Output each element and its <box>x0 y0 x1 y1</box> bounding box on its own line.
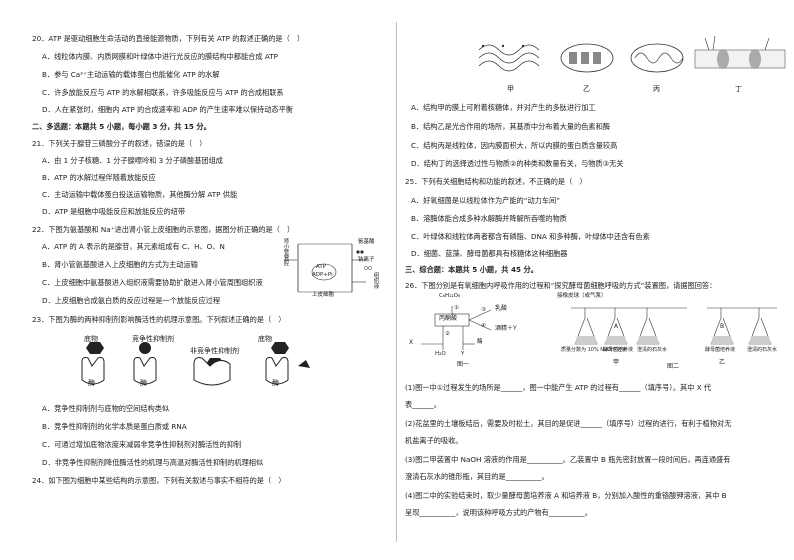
fig1-n1: ① <box>454 305 459 311</box>
q20-option-a: A．线粒体内膜、内质网膜和叶绿体中进行光反应的膜结构中都能合成 ATP <box>42 52 278 61</box>
q23-noncomp-label: 非竞争性抑制剂 <box>190 347 239 355</box>
q22-option-d: D．上皮细胞合成氨白质的反应过程是一个放能反应过程 <box>42 296 221 305</box>
q22-tubule-label: 肾小管管腔 <box>282 238 289 266</box>
q22-cell-label: 上皮细胞 <box>312 292 335 298</box>
fig1-caption: 图一 <box>457 361 470 368</box>
fig1-enzyme: 酶 <box>477 339 483 345</box>
fig2-yi: 乙 <box>719 359 726 366</box>
q22-option-b: B．肾小管氨基酸进入上皮细胞的方式为主动运输 <box>42 260 198 269</box>
q23-option-a: A．竞争性抑制剂与底物的空间结构类似 <box>42 404 170 413</box>
fig2-jia: 甲 <box>613 359 620 366</box>
q24-label-ding: 丁 <box>735 85 742 93</box>
q22-stem: 22．下图为氨基酸和 Na⁺进出肾小管上皮细胞的示意图，据图分析正确的是（ ） <box>32 225 295 234</box>
q24-option-a: A．结构甲的膜上可附着核糖体，并对产生的多肽进行加工 <box>411 103 596 112</box>
q22-figure: 肾小管管腔 氨基酸 钠离子 ATP ADP+Pi 上皮细胞 组织液 <box>282 238 388 300</box>
fig1-alcohol: 酒精＋Y <box>495 325 517 332</box>
q26-stem: 26．下图分别是有氧细胞内呼吸作用的过程和“探究酵母菌细胞呼吸的方式”装置图，请… <box>405 281 717 290</box>
q26-part-1: (1)图一中①过程发生的场所是______，图一中能产生 ATP 的过程有___… <box>405 383 712 392</box>
q26-part-2: (2)花盆里的土壤板结后，需要及时松土，其目的是促进______（填序号）过程的… <box>405 419 732 428</box>
column-divider <box>396 22 397 542</box>
q23-substrate-label-2: 底物 <box>258 335 272 343</box>
q26-part-3: (3)图二甲装置中 NaOH 溶液的作用是__________。乙装置中 B 瓶… <box>405 455 731 464</box>
fig2-yeast-a: 酵母菌培养液 <box>603 347 634 353</box>
q26-part-4: (4)图二中的实验结束时，取少量酵母菌培养液 A 和培养液 B，分别加入酸性的重… <box>405 491 727 500</box>
q20-option-d: D．人在紧张时，细胞内 ATP 的合成速率和 ADP 的产生速率难以保持动态平衡 <box>42 105 293 114</box>
fig2-caption: 图二 <box>667 363 680 370</box>
q26-figure-2: 接橡皮球（或气泵） 质量分数为 10% NaOH 溶液 酵母菌培养液 澄清的石灰… <box>557 293 789 372</box>
q23-enzyme-label-2: 酶 <box>140 379 147 387</box>
q23-comp-label: 竞争性抑制剂 <box>132 335 174 343</box>
q24-option-b: B．结构乙是光合作用的场所，其基质中分布着大量的色素和酶 <box>411 122 610 131</box>
q24-stem: 24．如下图为细胞中某些结构的示意图，下列有关叙述与事实不相符的是（ ） <box>32 476 286 485</box>
q20-option-c: C．许多放能反应与 ATP 的水解相联系，许多吸能反应与 ATP 的合成相联系 <box>42 88 284 97</box>
section-2-heading: 二、多选题：本题共 5 小题，每小题 3 分，共 15 分。 <box>32 122 211 131</box>
q23-enzyme-label: 酶 <box>88 379 95 387</box>
fig1-x: X <box>409 339 414 346</box>
q21-option-a: A．由 1 分子核糖、1 分子腺嘌呤和 3 分子磷酸基团组成 <box>42 156 223 165</box>
fig1-pyruvate: 丙酮酸 <box>439 315 458 322</box>
fig1-glucose: C₆H₁₂O₆ <box>439 293 461 299</box>
q25-option-d: D．细菌、蓝藻、酵母菌都具有核糖体这种细胞器 <box>411 249 568 258</box>
q24-label-yi: 乙 <box>583 85 590 93</box>
q20-stem: 20．ATP 是驱动细胞生命活动的直接能源物质，下列有关 ATP 的叙述正确的是… <box>32 34 305 43</box>
fig1-n4: ④ <box>481 323 486 329</box>
q25-option-c: C．叶绿体和线粒体两者都含有磷脂、DNA 和多种酶，叶绿体中还含有色素 <box>411 232 650 241</box>
q26-part-4-cont: 呈现__________，说明该种呼吸方式的产物有__________。 <box>405 508 592 517</box>
q24-label-jia: 甲 <box>507 85 514 93</box>
fig1-n2: ② <box>445 331 450 337</box>
fig2-yeast-b: 酵母菌培养液 <box>705 347 736 353</box>
fig2-lime-b: 澄清的石灰水 <box>747 347 778 353</box>
fig2-lime-a: 澄清的石灰水 <box>637 347 668 353</box>
q21-stem: 21．下列关于腺苷三磷酸分子的叙述，错误的是（ ） <box>32 139 207 148</box>
fig1-n3: ③ <box>481 307 486 313</box>
q23-figure: 底物 竞争性抑制剂 非竞争性抑制剂 底物 酶 酶 酶 <box>70 336 320 392</box>
q22-na-label: 钠离子 <box>358 257 375 263</box>
q22-aa-label: 氨基酸 <box>358 239 375 245</box>
fig1-lactate: 乳酸 <box>495 305 508 312</box>
q24-option-c: C．结构丙是线粒体，因内膜面积大，所以内膜的蛋白质含量较高 <box>411 141 618 150</box>
q23-option-c: C．可通过增加底物浓度来减弱非竞争性抑制剂对酶活性的抑制 <box>42 440 242 449</box>
q24-option-d: D．结构丁的选择透过性与物质②的种类和数量有关，与物质③无关 <box>411 159 624 168</box>
section-3-heading: 三、综合题：本题共 5 小题，共 45 分。 <box>405 265 538 274</box>
q26-figure-1: C₆H₁₂O₆ 丙酮酸 乳酸 酒精＋Y X H₂O Y 酶 ① ② ③ ④ 图一 <box>407 293 529 372</box>
q26-part-1-cont: 表______。 <box>405 400 441 409</box>
q21-option-b: B．ATP 的水解过程伴随着放能反应 <box>42 173 156 182</box>
q26-part-3-cont: 澄清石灰水的锥形瓶，其目的是__________。 <box>405 472 549 481</box>
fig1-y: Y <box>461 351 465 357</box>
q20-option-b: B．参与 Ca²⁺主动运输的载体蛋白也能催化 ATP 的水解 <box>42 70 220 79</box>
q23-option-b: B．竞争性抑制剂的化学本质是蛋白质或 RNA <box>42 422 187 431</box>
q22-atp-label: ATP <box>316 264 327 270</box>
q26-part-2-cont: 机盐离子的吸收。 <box>405 436 463 445</box>
q21-option-c: C．主动运输中载体蛋白投送运输物质，其他酶分解 ATP 供能 <box>42 190 238 199</box>
q25-stem: 25．下列有关细胞结构和功能的叙述，不正确的是（ ） <box>405 177 587 186</box>
q23-option-d: D．非竞争性抑制剂降低酶活性的机理与高温对酶活性抑制的机理相似 <box>42 458 264 467</box>
q22-fluid-label: 组织液 <box>372 272 379 289</box>
fig2-naoh: 质量分数为 10% NaOH 溶液 <box>561 347 627 353</box>
q24-figure: 甲 乙 丙 丁 <box>469 28 789 98</box>
q23-stem: 23．下图为酶的两种抑制剂影响酶活性的机理示意图。下列叙述正确的是（ ） <box>32 315 286 324</box>
fig1-h2o: H₂O <box>435 351 446 357</box>
q22-option-a: A．ATP 的 A 表示的是腺苷，其元素组成有 C、H、O、N <box>42 242 225 251</box>
q21-option-d: D．ATP 是细胞中吸能反应和放能反应的纽带 <box>42 207 186 216</box>
fig2-a: A <box>614 323 619 330</box>
q24-label-bing: 丙 <box>653 85 660 93</box>
q22-adp-label: ADP+Pi <box>312 272 333 278</box>
fig2-pump: 接橡皮球（或气泵） <box>557 293 607 299</box>
q23-enzyme-label-3: 酶 <box>272 379 279 387</box>
q25-option-b: B．溶酶体能合成多种水解酶并降解所吞噬的物质 <box>411 214 567 223</box>
fig2-b: B <box>720 323 725 330</box>
q23-substrate-label: 底物 <box>84 335 98 343</box>
q22-option-c: C．上皮细胞中氨基酸进入组织液需要协助扩散进入肾小管周围组织液 <box>42 278 263 287</box>
q25-option-a: A．好氧细菌是以线粒体作为产能的“动力车间” <box>411 196 560 205</box>
